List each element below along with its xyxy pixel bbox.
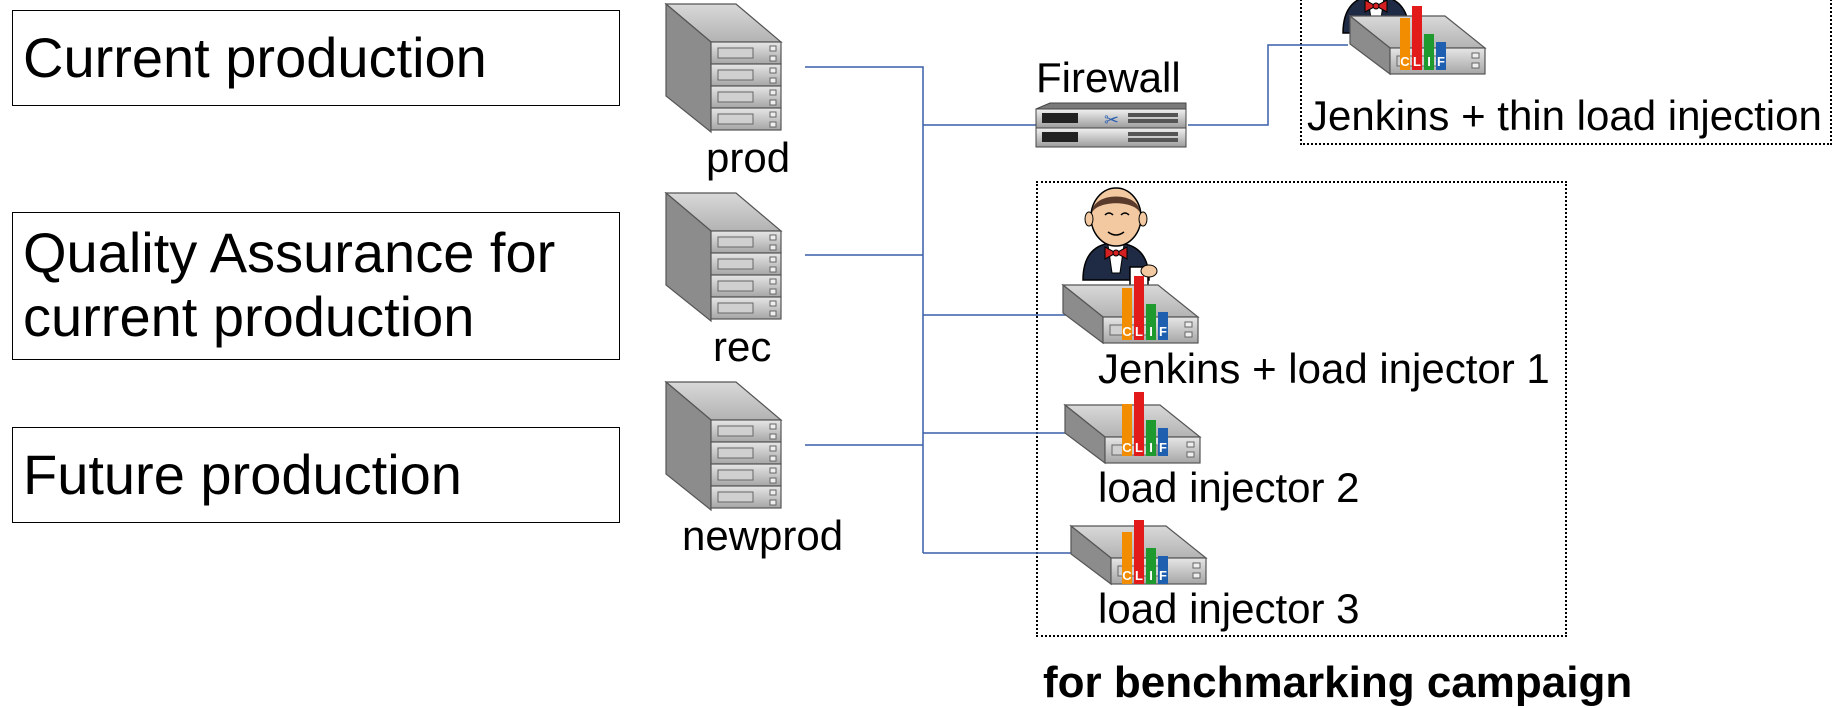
clif-letter-l: L bbox=[1135, 568, 1143, 583]
clif-letter-f: F bbox=[1159, 568, 1167, 583]
benchmarking-box bbox=[1036, 181, 1567, 637]
clif-letters-3: C L I F bbox=[1122, 568, 1168, 583]
clif-letter-i: I bbox=[1149, 568, 1153, 583]
newprod-server-icon bbox=[665, 381, 782, 511]
env-box-current-production: Current production bbox=[12, 10, 620, 106]
clif-letter-f: F bbox=[1437, 54, 1445, 69]
server-label-prod: prod bbox=[706, 134, 791, 181]
clif-letter-l: L bbox=[1135, 440, 1143, 455]
env-label-future-production: Future production bbox=[23, 443, 462, 506]
thin-injection-label: Jenkins + thin load injection bbox=[1307, 92, 1822, 139]
clif-letter-l: L bbox=[1135, 324, 1143, 339]
clif-letter-l: L bbox=[1413, 54, 1421, 69]
clif-letter-c: C bbox=[1122, 324, 1132, 339]
server-label-newprod: newprod bbox=[682, 512, 844, 559]
clif-letters-1: C L I F bbox=[1122, 324, 1168, 339]
clif-letter-f: F bbox=[1159, 324, 1167, 339]
clif-letters-2: C L I F bbox=[1122, 440, 1168, 455]
clif-letter-c: C bbox=[1122, 440, 1132, 455]
injector-3-label: load injector 3 bbox=[1098, 585, 1360, 632]
firewall-label: Firewall bbox=[1036, 54, 1181, 101]
injector-2-label: load injector 2 bbox=[1098, 464, 1360, 511]
rec-server-icon bbox=[665, 192, 782, 322]
firewall-icon: ✂ bbox=[1035, 102, 1187, 148]
clif-letters-thin: C L I F bbox=[1400, 54, 1446, 69]
env-box-future-production: Future production bbox=[12, 427, 620, 523]
svg-text:✂: ✂ bbox=[1104, 110, 1119, 130]
clif-letter-c: C bbox=[1122, 568, 1132, 583]
injector-1-label: Jenkins + load injector 1 bbox=[1098, 345, 1550, 392]
clif-letter-i: I bbox=[1149, 440, 1153, 455]
clif-letter-i: I bbox=[1149, 324, 1153, 339]
clif-letter-c: C bbox=[1400, 54, 1410, 69]
env-box-quality-assurance: Quality Assurance for current production bbox=[12, 212, 620, 360]
env-label-current-production: Current production bbox=[23, 26, 487, 89]
env-label-quality-assurance: Quality Assurance for current production bbox=[23, 221, 556, 348]
prod-server-icon bbox=[665, 3, 782, 133]
clif-letter-i: I bbox=[1427, 54, 1431, 69]
campaign-caption: for benchmarking campaign bbox=[1043, 658, 1633, 707]
clif-letter-f: F bbox=[1159, 440, 1167, 455]
server-label-rec: rec bbox=[713, 323, 772, 370]
